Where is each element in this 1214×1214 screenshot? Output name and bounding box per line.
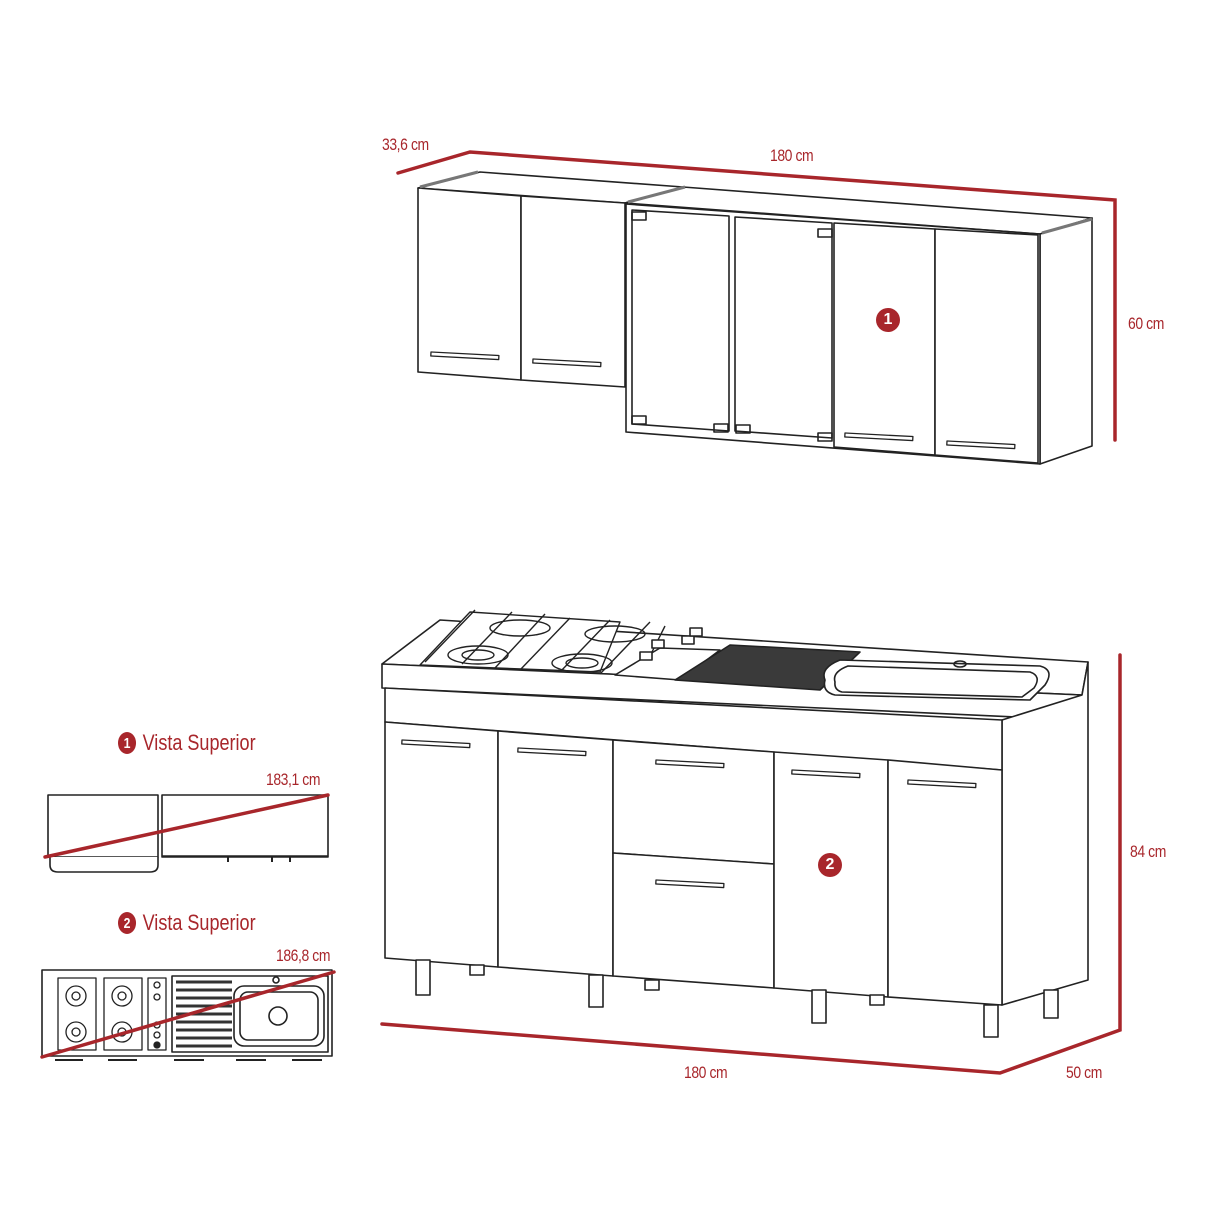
- base-cabinet-badge: 2: [818, 853, 842, 877]
- base-cabinet-drawing: [381, 609, 1089, 1038]
- base-width-label: 180 cm: [684, 1063, 728, 1082]
- dimension-lines: [40, 150, 1122, 1075]
- top-view-2-badge: 2: [118, 912, 137, 934]
- top-view-2-label: Vista Superior: [142, 910, 256, 935]
- top-view-1-title: 1 Vista Superior: [118, 730, 256, 756]
- base-height-label: 84 cm: [1130, 842, 1166, 861]
- upper-width-label: 180 cm: [770, 146, 814, 165]
- top-view-1-drawing: [47, 794, 329, 873]
- top-view-2-title: 2 Vista Superior: [118, 910, 256, 936]
- upper-cabinet-drawing: [417, 170, 1093, 465]
- top-view-1-diagonal-label: 183,1 cm: [266, 770, 321, 789]
- top-view-2-diagonal-label: 186,8 cm: [276, 946, 331, 965]
- top-view-2-drawing: [41, 969, 333, 1061]
- upper-cabinet-badge: 1: [876, 308, 900, 332]
- upper-height-label: 60 cm: [1128, 314, 1164, 333]
- top-view-1-badge: 1: [118, 732, 137, 754]
- top-view-1-label: Vista Superior: [142, 730, 256, 755]
- upper-depth-label: 33,6 cm: [382, 135, 429, 154]
- base-depth-label: 50 cm: [1066, 1063, 1102, 1082]
